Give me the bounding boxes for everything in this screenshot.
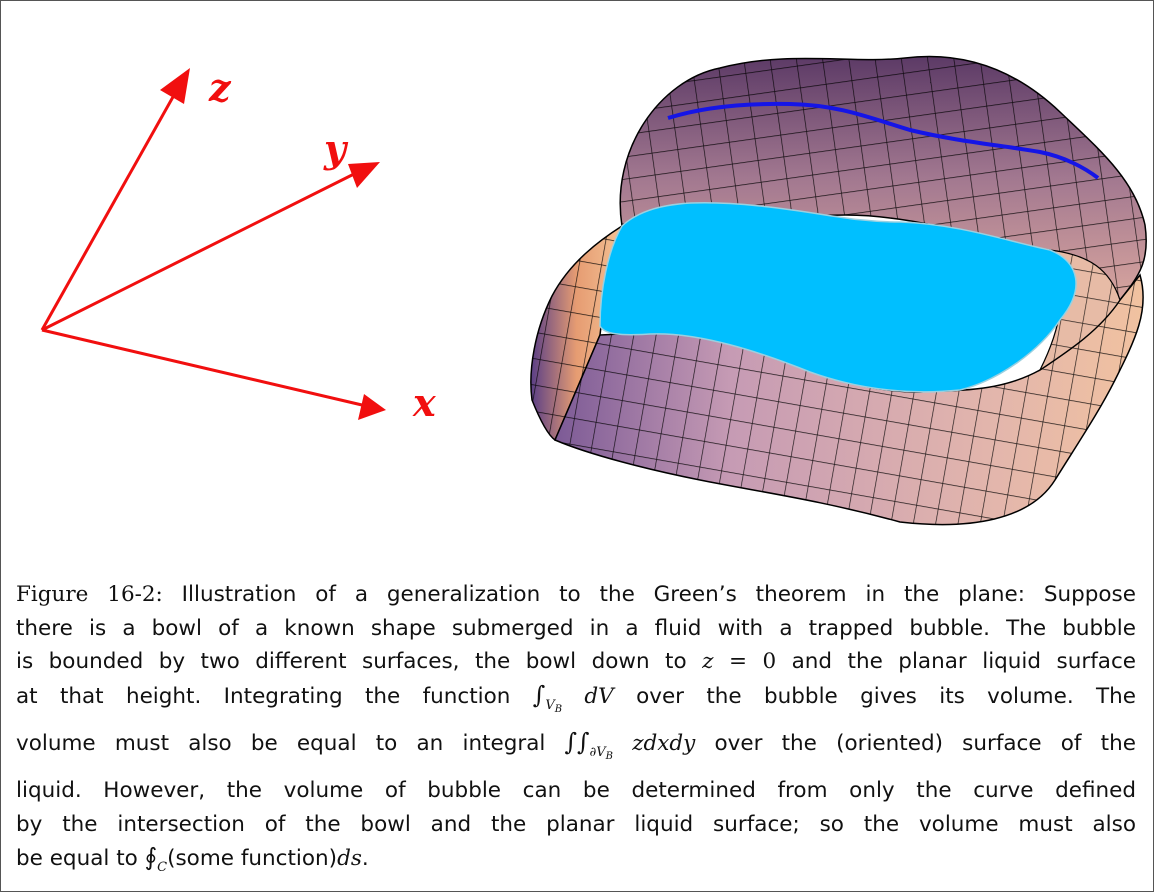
subscript-c: C: [157, 860, 168, 876]
figure-caption: Figure 16-2: Illustration of a generaliz…: [16, 578, 1136, 885]
math-dv: dV: [584, 683, 614, 709]
contour-integral-symbol: ∮: [144, 843, 158, 872]
subscript-b: B: [554, 703, 563, 715]
liquid-surface: [599, 201, 1077, 393]
y-axis-arrow: [41, 162, 380, 332]
math-zdxdy: zdxdy: [632, 731, 696, 757]
double-integral-symbol: ∫∫: [564, 728, 590, 757]
caption-line: by the intersection of the bowl and the …: [16, 811, 1136, 837]
intersection-curve: [667, 101, 1100, 180]
caption-line: liquid. However, the volume of bubble ca…: [16, 777, 1136, 803]
caption-line: be equal to ∮C(some function)ds.: [16, 843, 369, 876]
coordinate-axes: z y x: [40, 65, 437, 425]
z-axis-arrow: [40, 68, 190, 331]
figure-illustration: z y x: [40, 55, 1147, 526]
caption-line: is bounded by two different surfaces, th…: [16, 649, 1136, 675]
subscript-b: B: [605, 751, 614, 763]
y-axis-label: y: [323, 126, 349, 171]
math-equals-zero: = 0: [713, 649, 792, 675]
math-z: z: [702, 649, 714, 675]
integral-symbol: ∫: [532, 680, 546, 709]
caption-line: volume must also be equal to an integral…: [16, 728, 1136, 763]
math-ds: ds: [337, 846, 362, 872]
caption-line: at that height. Integrating the function…: [16, 680, 1136, 715]
figure-label: Figure 16-2:: [16, 582, 163, 607]
caption-line: there is a bowl of a known shape submerg…: [16, 615, 1136, 641]
caption-line: Figure 16-2: Illustration of a generaliz…: [16, 582, 1136, 607]
x-axis-arrow: [41, 328, 386, 420]
subscript-v: V: [545, 697, 555, 713]
subscript-dvb: ∂V: [589, 745, 606, 761]
z-axis-label: z: [208, 65, 232, 110]
x-axis-label: x: [412, 380, 437, 425]
